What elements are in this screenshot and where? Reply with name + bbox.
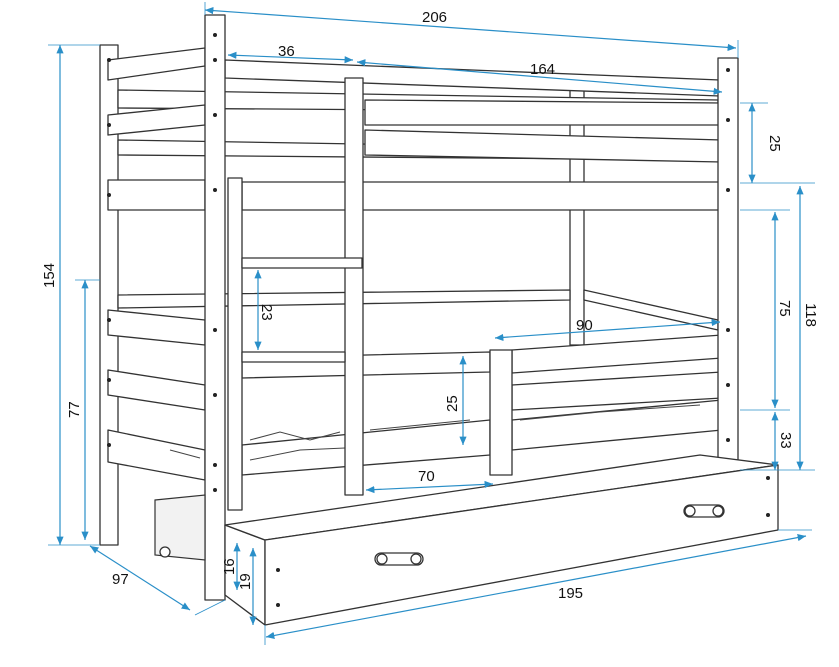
- dim-ladder-width: 36: [278, 43, 295, 60]
- dim-lower-to-upper-height: 118: [802, 303, 819, 327]
- dim-drawer-height: 19: [237, 573, 254, 590]
- drawer-handle-right[interactable]: [683, 504, 725, 518]
- dim-lower-post-height: 77: [66, 401, 83, 418]
- slats: [169, 404, 701, 461]
- dim-ladder-step: 23: [258, 304, 275, 321]
- dim-total-length: 206: [422, 9, 447, 26]
- ladder: [227, 177, 363, 511]
- dim-drawer-length: 195: [558, 585, 583, 602]
- drawer-handle-left[interactable]: [374, 552, 424, 566]
- dim-lower-guard-gap: 70: [418, 468, 435, 485]
- dim-between-beds-height: 75: [776, 300, 793, 317]
- dim-upper-opening: 164: [530, 61, 555, 78]
- dim-lower-bed-height: 33: [777, 432, 794, 449]
- dimension-labels: 206 36 164 25 118 75 33 154 77 23 90 25 …: [41, 9, 819, 602]
- dimension-lines: [48, 2, 815, 645]
- dim-depth: 97: [112, 571, 129, 588]
- dim-lower-opening: 90: [576, 317, 593, 334]
- front-posts: [107, 14, 739, 601]
- dim-top-guard-height: 25: [766, 135, 783, 152]
- dim-drawer-inner-height: 16: [221, 558, 238, 575]
- lower-bed: [107, 309, 723, 481]
- dim-total-height: 154: [41, 263, 58, 288]
- upper-bed: [107, 47, 723, 211]
- dim-lower-guard-height: 25: [444, 395, 461, 412]
